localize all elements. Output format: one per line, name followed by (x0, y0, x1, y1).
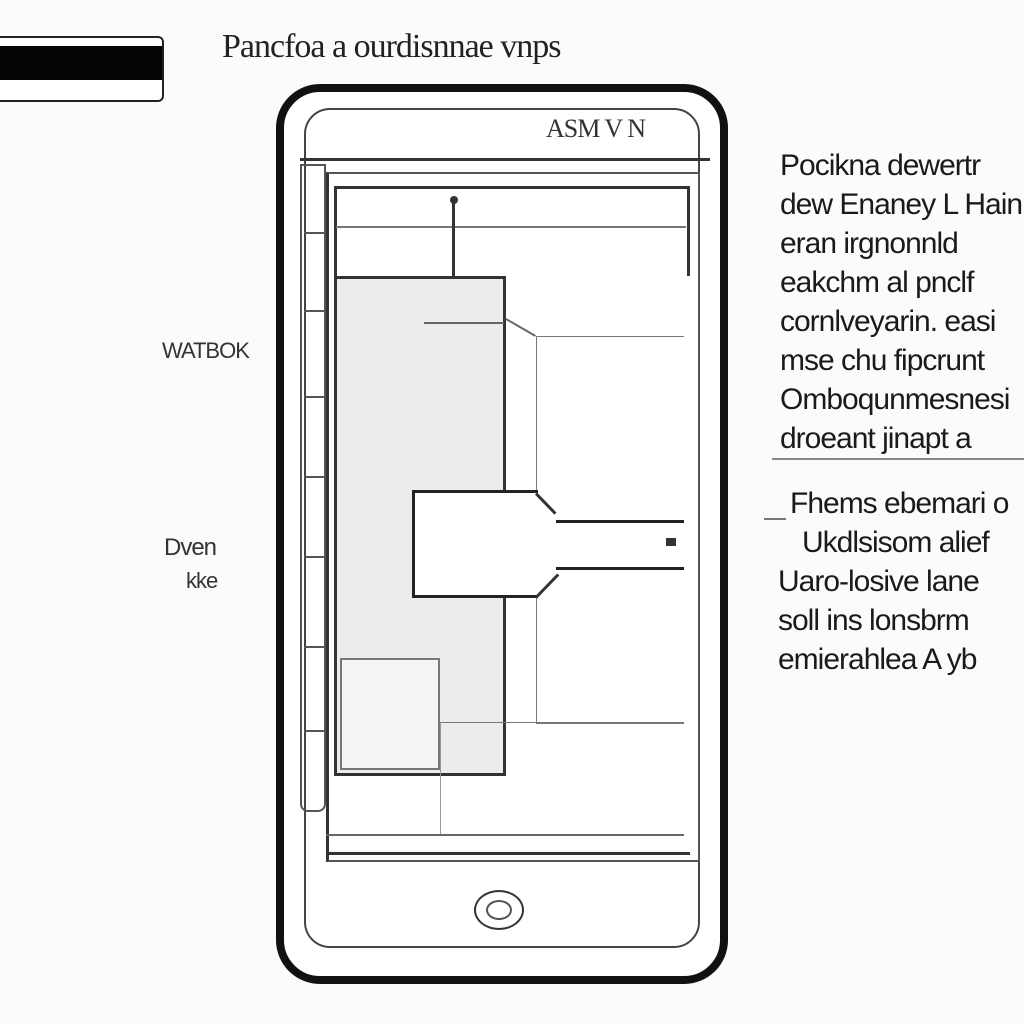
para-one-line-4: eakchm al pnclf (780, 266, 974, 299)
rail-tick-1 (304, 232, 324, 234)
content-frame (326, 172, 700, 862)
para-two-marker (764, 518, 786, 520)
para-one-line-7: Omboqunmesnesi (780, 383, 1010, 416)
para-one-line-6: mse chu fipcrunt (780, 344, 985, 377)
left-panel-lower-box (340, 658, 440, 770)
bottom-grid-rule (326, 834, 684, 836)
header-handle-knob (450, 196, 458, 204)
para-two-line-5: emierahlea A yb (778, 643, 977, 676)
floating-card (412, 490, 538, 598)
header-handle (452, 200, 455, 276)
para-one-line-3: eran irgnonnld (780, 227, 959, 260)
para-one-line-8: droeant jinapt a (780, 422, 972, 455)
label-window: WATBOK (162, 338, 250, 363)
status-bar-text: ASM V N (546, 114, 646, 143)
header-inner-rule (336, 226, 686, 228)
rail-tick-2 (304, 310, 324, 312)
rail-tick-5 (304, 556, 324, 558)
para-one-line-2: dew Enaney L Hain (780, 188, 1023, 221)
para-two-line-3: Uaro-losive lane (778, 565, 980, 598)
card-indicator (666, 538, 676, 546)
rail-tick-4 (304, 476, 324, 478)
bottom-grid-box (440, 722, 684, 834)
diagram-title: Pancfoa a ourdisnnae vnps (222, 28, 562, 65)
header-black-bar (0, 36, 164, 102)
screen-top-rule (300, 158, 710, 161)
rail-tick-3 (304, 396, 324, 398)
header-panel (334, 186, 690, 276)
label-device-line2: kke (186, 568, 218, 593)
para-two-line-4: soll ins lonsbrm (778, 604, 970, 637)
bottom-grid-rule-2 (326, 852, 690, 855)
para-one-line-1: Pocikna dewertr (780, 149, 981, 182)
para-two-line-1: Fhems ebemari o (790, 487, 1009, 520)
para-one-underline (772, 458, 1024, 460)
para-two-line-2: Ukdlsisom alief (802, 526, 990, 559)
label-device-line1: Dven (164, 534, 217, 561)
left-scroll-rail (300, 164, 326, 812)
rail-tick-7 (304, 730, 324, 732)
rail-tick-6 (304, 646, 324, 648)
home-button[interactable] (474, 890, 524, 930)
left-panel-inner-rule (424, 322, 504, 324)
floating-card-extension (556, 520, 684, 570)
home-button-icon (486, 900, 512, 920)
header-bar-fill (0, 46, 162, 80)
para-one-line-5: cornlveyarin. easi (780, 305, 996, 338)
